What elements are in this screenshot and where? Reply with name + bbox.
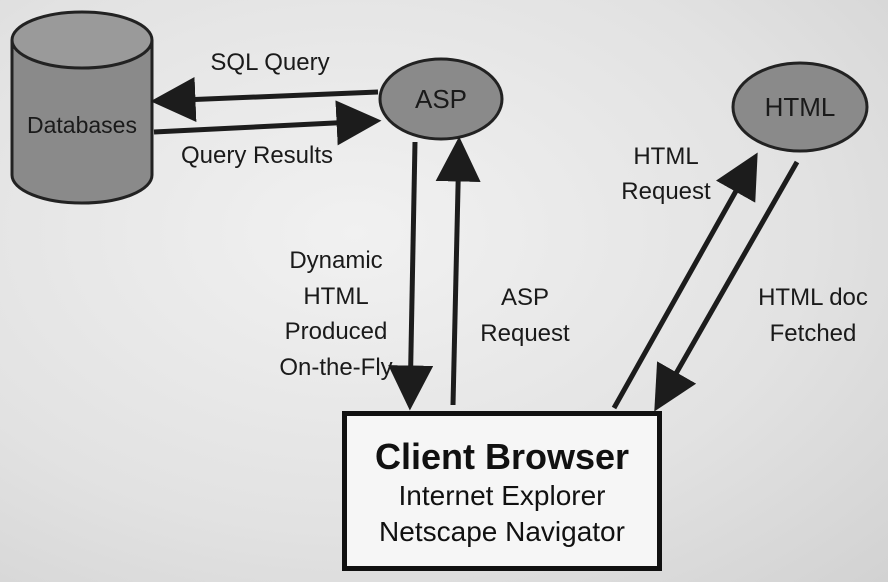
dynamic-html-line: Produced <box>285 318 388 345</box>
html-request-label: HTML Request <box>621 143 711 205</box>
html-request-arrow <box>611 152 758 410</box>
client-browser-box: Client Browser Internet Explorer Netscap… <box>342 411 662 571</box>
query-results-label: Query Results <box>181 142 333 169</box>
client-browser-title: Client Browser <box>374 436 630 477</box>
asp-request-line: ASP <box>501 284 549 311</box>
html-doc-fetched-line: Fetched <box>770 320 857 347</box>
query-results-arrow <box>153 100 382 146</box>
html-doc-fetched-arrow <box>654 160 800 412</box>
html-doc-fetched-line: HTML doc <box>758 284 868 311</box>
html-doc-fetched-label: HTML doc Fetched <box>758 284 868 347</box>
dynamic-html-line: On-the-Fly <box>279 354 392 381</box>
dynamic-html-arrow <box>388 141 434 411</box>
netscape-navigator-label: Netscape Navigator <box>379 516 625 547</box>
dynamic-html-label: Dynamic HTML Produced On-the-Fly <box>279 247 392 381</box>
asp-request-label: ASP Request <box>480 284 570 347</box>
html-node: HTML <box>731 61 869 153</box>
asp-node: ASP <box>378 57 504 141</box>
dynamic-html-line: HTML <box>303 283 368 310</box>
asp-request-arrow <box>435 136 481 406</box>
databases-label: Databases <box>27 112 137 138</box>
sql-query-arrow <box>150 76 379 122</box>
asp-label: ASP <box>415 84 467 114</box>
html-request-line: HTML <box>633 143 698 170</box>
database-cylinder: Databases <box>10 10 154 205</box>
dynamic-html-line: Dynamic <box>289 247 382 274</box>
html-label: HTML <box>765 92 836 122</box>
html-request-line: Request <box>621 178 711 205</box>
sql-query-label: SQL Query <box>210 49 329 76</box>
internet-explorer-label: Internet Explorer <box>398 480 606 511</box>
asp-request-line: Request <box>480 320 570 347</box>
